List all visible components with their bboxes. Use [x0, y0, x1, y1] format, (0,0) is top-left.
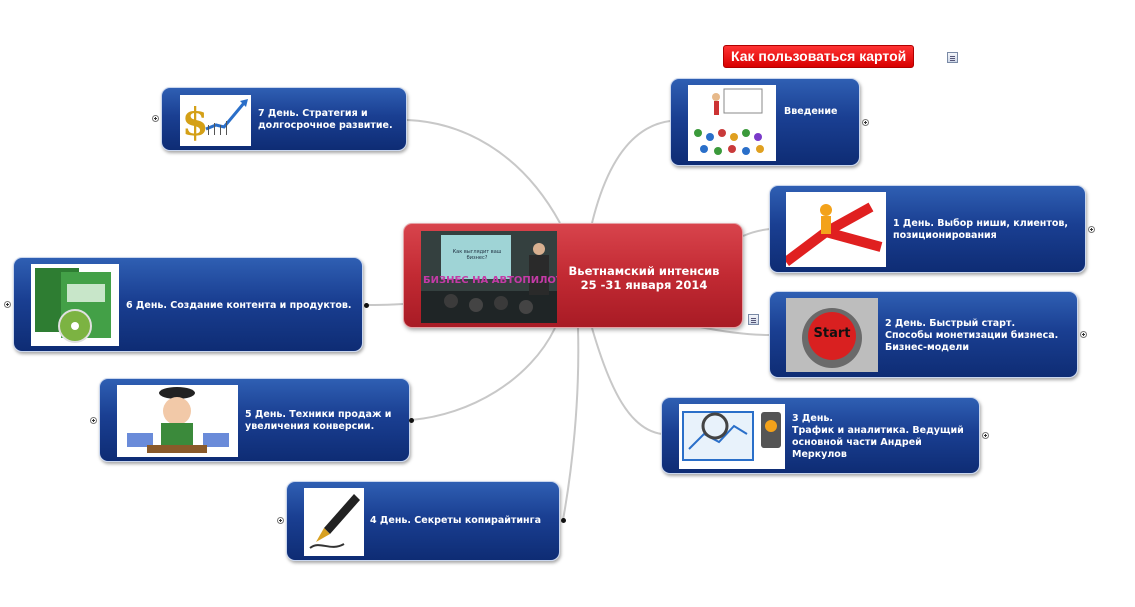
how-to-use-button[interactable]: Как пользоваться картой [723, 45, 915, 68]
expand-day4-icon[interactable] [277, 517, 284, 524]
topic-day5-label: 5 День. Техники продаж и увеличения конв… [245, 409, 392, 432]
start-label: Start [813, 326, 851, 341]
topic-day7[interactable]: $ 7 День. Стратегия и долгосрочное разви… [161, 87, 407, 151]
photo-caption: БИЗНЕС НА АВТОПИЛОТ [423, 275, 557, 286]
topic-day6[interactable]: 6 День. Создание контента и продуктов. [13, 257, 363, 352]
topic-day2[interactable]: Start 2 День. Быстрый старт. Способы мон… [769, 291, 1078, 378]
dvd-product-picture [31, 264, 119, 346]
topic-day1[interactable]: 1 День. Выбор ниши, клиентов, позиционир… [769, 185, 1086, 273]
topic-day4-label: 4 День. Секреты копирайтинга [370, 515, 541, 526]
topic-intro[interactable]: Введение [670, 78, 860, 166]
connector-day5 [410, 327, 556, 421]
connector-dot-day5 [409, 418, 414, 423]
audience-picture [688, 85, 776, 161]
topic-day4[interactable]: 4 День. Секреты копирайтинга [286, 481, 560, 561]
topic-day7-label: 7 День. Стратегия и долгосрочное развити… [258, 108, 393, 131]
topic-intro-label: Введение [784, 106, 838, 117]
analytics-picture [679, 404, 785, 469]
dollar-growth-picture: $ [180, 95, 251, 146]
topic-day2-label: 2 День. Быстрый старт. Способы монетизац… [885, 318, 1059, 353]
howto-note-icon[interactable] [947, 52, 958, 63]
central-note-icon[interactable] [748, 314, 759, 325]
connector-day2 [699, 326, 771, 336]
topic-day1-label: 1 День. Выбор ниши, клиентов, позиционир… [893, 218, 1069, 241]
expand-day6-icon[interactable] [4, 301, 11, 308]
expand-day5-icon[interactable] [90, 417, 97, 424]
connector-dot-day6 [364, 303, 369, 308]
central-node[interactable]: Как выглядит ваш бизнес? БИЗНЕС НА АВТОП… [403, 223, 743, 328]
central-title-line2: 25 -31 января 2014 [580, 278, 708, 292]
expand-day1-icon[interactable] [1088, 226, 1095, 233]
expand-day3-icon[interactable] [982, 432, 989, 439]
topic-day3-label: 3 День. Трафик и аналитика. Ведущий осно… [792, 413, 964, 460]
connector-day1 [742, 228, 771, 237]
connector-day6 [365, 303, 404, 306]
start-button-picture: Start [786, 298, 878, 372]
connector-day4 [562, 327, 580, 521]
expand-intro-icon[interactable] [862, 119, 869, 126]
crossroads-picture [786, 192, 886, 267]
connector-day3 [591, 327, 663, 435]
seminar-photo: Как выглядит ваш бизнес? БИЗНЕС НА АВТОП… [421, 231, 557, 323]
central-title-line1: Вьетнамский интенсив [568, 264, 720, 278]
salesman-picture [117, 385, 238, 457]
fountain-pen-picture [304, 488, 364, 556]
topic-day5[interactable]: 5 День. Техники продаж и увеличения конв… [99, 378, 410, 462]
photo-board-text: Как выглядит ваш бизнес? [452, 249, 502, 261]
connector-intro [591, 120, 671, 224]
svg-text:$: $ [182, 99, 208, 144]
expand-day2-icon[interactable] [1080, 331, 1087, 338]
central-title: Вьетнамский интенсив 25 -31 января 2014 [559, 264, 729, 292]
topic-day3[interactable]: 3 День. Трафик и аналитика. Ведущий осно… [661, 397, 980, 474]
topic-day6-label: 6 День. Создание контента и продуктов. [126, 300, 352, 311]
expand-day7-icon[interactable] [152, 115, 159, 122]
connector-dot-day4 [561, 518, 566, 523]
connector-day7 [406, 119, 561, 224]
